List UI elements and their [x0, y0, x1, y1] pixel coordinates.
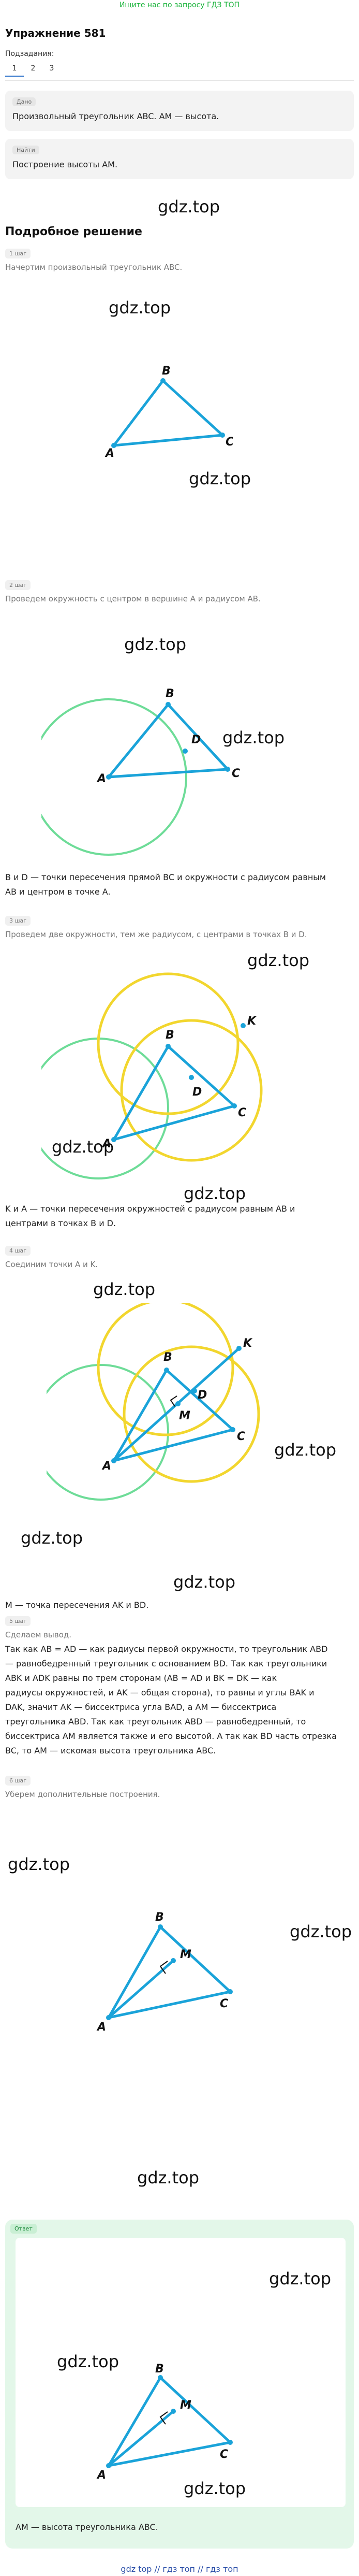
answer-figure-panel [16, 2238, 346, 2507]
watermark: gdz.top [52, 1137, 114, 1157]
svg-text:C: C [232, 767, 240, 780]
figure-final: A B M C [96, 1911, 233, 2034]
svg-text:A: A [96, 2469, 106, 2482]
given-text: Произвольный треугольник ABC. AM — высот… [12, 111, 219, 121]
figure-ak: A B M D C K [47, 1303, 260, 1501]
answer-chip: Ответ [10, 2224, 37, 2234]
svg-text:K: K [243, 1337, 253, 1350]
svg-text:B: B [155, 1911, 164, 1924]
step-chip: 3 шаг [5, 916, 31, 926]
conclusion-text: Так как AB = AD — как радиусы первой окр… [5, 1644, 337, 1755]
step-text: Проведем окружность с центром в вершине … [5, 594, 261, 603]
find-text: Построение высоты AM. [12, 160, 118, 169]
svg-text:C: C [220, 2448, 228, 2461]
footer-links[interactable]: gdz top // гдз топ // гдз топ [121, 2564, 238, 2574]
triangle-abc [112, 379, 224, 447]
svg-text:C: C [237, 1430, 245, 1443]
watermark: gdz.top [290, 1922, 352, 1941]
find-chip: Найти [12, 146, 39, 154]
svg-text:A: A [96, 2021, 106, 2034]
svg-text:D: D [191, 733, 201, 746]
label-b: B [162, 365, 171, 378]
tab-2[interactable]: 2 [31, 64, 36, 73]
tabs-divider [5, 80, 354, 81]
step-text: Соединим точки A и K. [5, 1260, 98, 1269]
figure-three-circles: A B D C K [41, 972, 263, 1179]
label-c: C [226, 436, 233, 449]
watermark: gdz.top [158, 197, 220, 217]
subtask-tabs: 1 2 3 [5, 64, 61, 77]
svg-text:C: C [238, 1106, 246, 1119]
subtasks-label: Подзадания: [5, 50, 54, 58]
answer-text: AM — высота треугольника ABC. [16, 2522, 158, 2532]
given-chip: Дано [12, 97, 36, 106]
svg-text:M: M [179, 1409, 190, 1422]
svg-text:B: B [163, 1351, 172, 1364]
tab-1[interactable]: 1 [5, 64, 24, 77]
note-ka: K и A — точки пересечения окружностей с … [5, 1204, 295, 1228]
watermark: gdz.top [57, 2352, 119, 2371]
svg-text:C: C [220, 1997, 228, 2010]
watermark: gdz.top [137, 2168, 200, 2188]
solution-title: Подробное решение [5, 225, 142, 238]
watermark: gdz.top [173, 1572, 236, 1592]
tab-3[interactable]: 3 [49, 64, 54, 73]
watermark: gdz.top [184, 1184, 246, 1203]
watermark: gdz.top [247, 951, 310, 970]
watermark: gdz.top [222, 728, 285, 747]
figure-circle-a: A B D C [41, 687, 240, 856]
step-chip: 1 шаг [5, 249, 31, 258]
watermark: gdz.top [184, 2479, 246, 2498]
svg-text:B: B [166, 1029, 174, 1042]
svg-text:M: M [180, 1948, 191, 1961]
figure-triangle: A B C [104, 365, 233, 460]
step-chip: 4 шаг [5, 1246, 31, 1256]
step-text: Начертим произвольный треугольник ABC. [5, 263, 183, 272]
svg-text:M: M [180, 2399, 191, 2412]
given-card: Дано Произвольный треугольник ABC. AM — … [5, 91, 354, 131]
svg-text:D: D [198, 1389, 207, 1402]
svg-text:B: B [166, 687, 174, 700]
svg-text:K: K [247, 1015, 257, 1028]
answer-figure: A B M C [96, 2363, 233, 2482]
note-bd: B и D — точки пересечения прямой BC и ок… [5, 872, 326, 897]
svg-text:D: D [192, 1086, 202, 1099]
note-m: M — точка пересечения AK и BD. [5, 1600, 149, 1610]
step-text: Проведем две окружности, тем же радиусом… [5, 930, 307, 939]
step-text: Уберем дополнительные построения. [5, 1790, 160, 1799]
watermark: gdz.top [8, 1854, 70, 1874]
svg-text:B: B [155, 2363, 164, 2376]
find-card: Найти Построение высоты AM. [5, 139, 354, 179]
svg-text:A: A [101, 1460, 111, 1473]
watermark: gdz.top [274, 1440, 337, 1460]
watermark: gdz.top [109, 298, 171, 318]
watermark: gdz.top [189, 469, 251, 488]
watermark: gdz.top [124, 635, 187, 654]
top-banner[interactable]: Ищите нас по запросу ГДЗ ТОП [119, 1, 240, 9]
label-a: A [104, 447, 114, 460]
step-chip: 5 шаг [5, 1616, 31, 1626]
page-title: Упражнение 581 [5, 27, 106, 39]
step-chip: 6 шаг [5, 1776, 31, 1786]
watermark: gdz.top [93, 1279, 156, 1299]
step-chip: 2 шаг [5, 580, 31, 590]
watermark: gdz.top [269, 2269, 332, 2289]
step-text: Сделаем вывод. [5, 1630, 72, 1639]
watermark: gdz.top [21, 1528, 83, 1548]
svg-text:A: A [96, 772, 106, 785]
svg-text:A: A [101, 1138, 111, 1150]
